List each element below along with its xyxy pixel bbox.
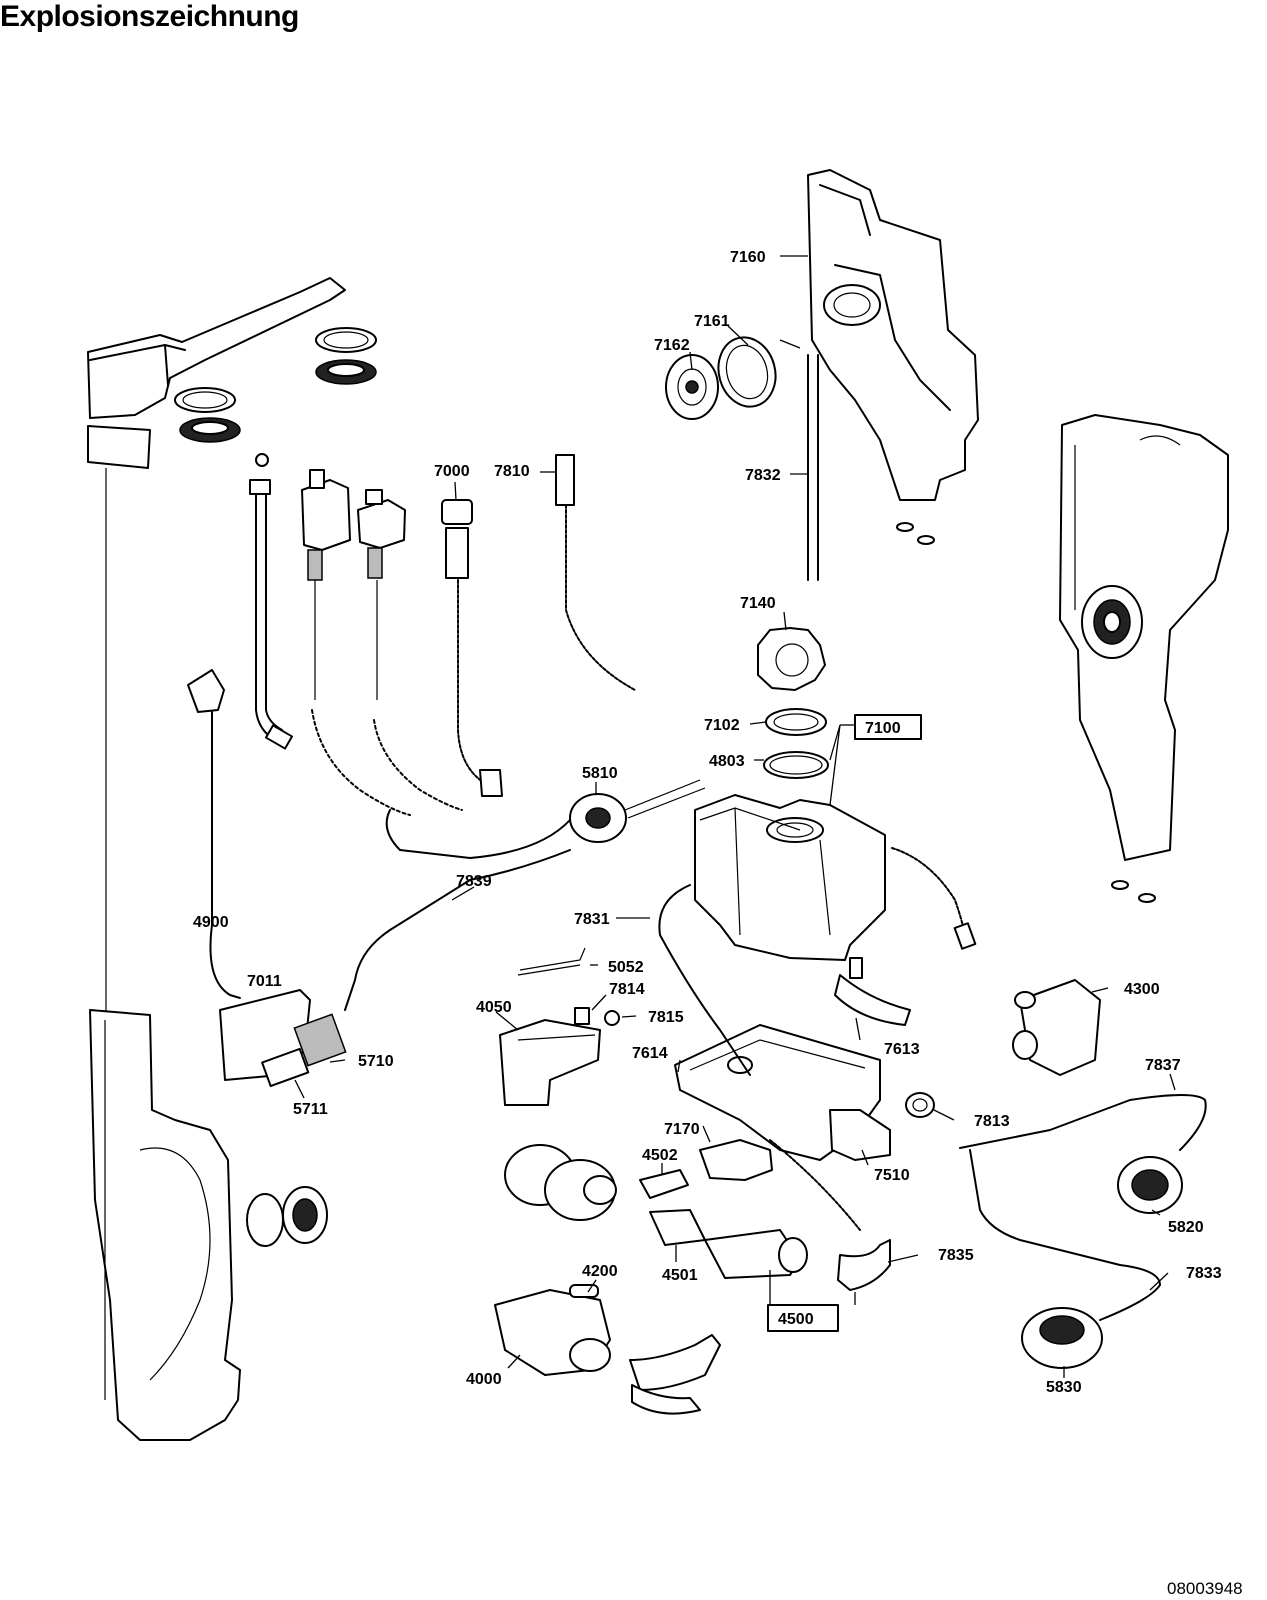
drain-hose-4500 [649, 1139, 891, 1291]
drain-hose-7000 [441, 499, 503, 797]
salt-container-cap-7140 [757, 627, 826, 691]
part-label-4200: 4200 [582, 1263, 618, 1280]
water-pocket-7160 [807, 169, 979, 545]
part-label-7835: 7835 [938, 1247, 974, 1264]
part-label-7614: 7614 [632, 1045, 668, 1062]
part-label-7510: 7510 [874, 1167, 910, 1184]
softener-rings-7102-4803 [763, 708, 829, 779]
part-label-5711: 5711 [293, 1101, 328, 1118]
part-label-7815: 7815 [648, 1009, 684, 1026]
mains-cable [187, 669, 241, 999]
part-label-5820: 5820 [1168, 1219, 1204, 1236]
upper-gasket-rings [174, 327, 377, 443]
part-label-7011: 7011 [247, 973, 282, 990]
part-label-4501: 4501 [662, 1267, 698, 1284]
flap-7613 [834, 957, 911, 1026]
inlet-valve-hose-b [357, 489, 463, 811]
part-label-4050: 4050 [476, 999, 512, 1016]
part-label-5830: 5830 [1046, 1379, 1082, 1396]
left-side-water-duct [89, 1009, 328, 1441]
circulation-valve-4300 [1012, 979, 1101, 1076]
aquastop-valve-hose [301, 469, 411, 816]
part-label-7000: 7000 [434, 463, 470, 480]
upper-spray-feed-part [87, 277, 346, 1030]
part-label-7613: 7613 [884, 1041, 920, 1058]
heater-element-assembly [219, 989, 347, 1088]
side-cover-panel [1059, 414, 1229, 903]
part-label-5710: 5710 [358, 1053, 394, 1070]
part-number-labels: 7160 7161 7162 7832 7000 7810 7140 7102 … [193, 249, 1222, 1396]
label-box-4500 [767, 1304, 839, 1332]
part-label-7161: 7161 [694, 313, 730, 330]
part-label-7100: 7100 [865, 720, 901, 737]
pressure-switch-5830 [969, 1149, 1161, 1369]
leader-lines [294, 255, 1176, 1378]
part-label-7831: 7831 [574, 911, 610, 928]
gasket-7813 [905, 1092, 935, 1118]
page-title: Explosionszeichnung [0, 0, 299, 33]
part-label-4000: 4000 [466, 1371, 502, 1388]
water-softener-7100 [694, 794, 977, 961]
part-label-7160: 7160 [730, 249, 766, 266]
pressure-switch-5820 [959, 1094, 1207, 1214]
part-label-7140: 7140 [740, 595, 776, 612]
part-label-7813: 7813 [974, 1113, 1010, 1130]
part-label-4900: 4900 [193, 914, 229, 931]
part-label-5052: 5052 [608, 959, 644, 976]
pressure-switch-5810 [344, 779, 706, 1011]
label-box-7100 [854, 714, 922, 740]
part-label-7832: 7832 [745, 467, 781, 484]
sump-housing-7510 [674, 1024, 891, 1161]
part-label-4803: 4803 [709, 753, 745, 770]
part-label-7170: 7170 [664, 1121, 700, 1138]
part-label-4300: 4300 [1124, 981, 1160, 998]
float-hose-7831 [658, 884, 751, 1076]
part-label-7839: 7839 [456, 873, 492, 890]
part-label-4502: 4502 [642, 1147, 678, 1164]
part-label-7837: 7837 [1145, 1057, 1181, 1074]
part-label-7162: 7162 [654, 337, 690, 354]
part-label-7102: 7102 [704, 717, 740, 734]
document-number: 08003948 [1167, 1579, 1243, 1598]
vent-rings-7161-7162 [665, 336, 777, 420]
part-label-7814: 7814 [609, 981, 645, 998]
tube-7832 [807, 354, 819, 581]
part-label-7833: 7833 [1186, 1265, 1222, 1282]
part-label-7810: 7810 [494, 463, 530, 480]
dosing-unit-4050 [499, 947, 620, 1106]
corrugated-hose-7810 [555, 454, 636, 691]
inlet-hose-thin [249, 453, 294, 750]
part-label-5810: 5810 [582, 765, 618, 782]
drain-pump-7170-4502 [639, 1139, 773, 1199]
part-label-4500: 4500 [778, 1311, 814, 1328]
